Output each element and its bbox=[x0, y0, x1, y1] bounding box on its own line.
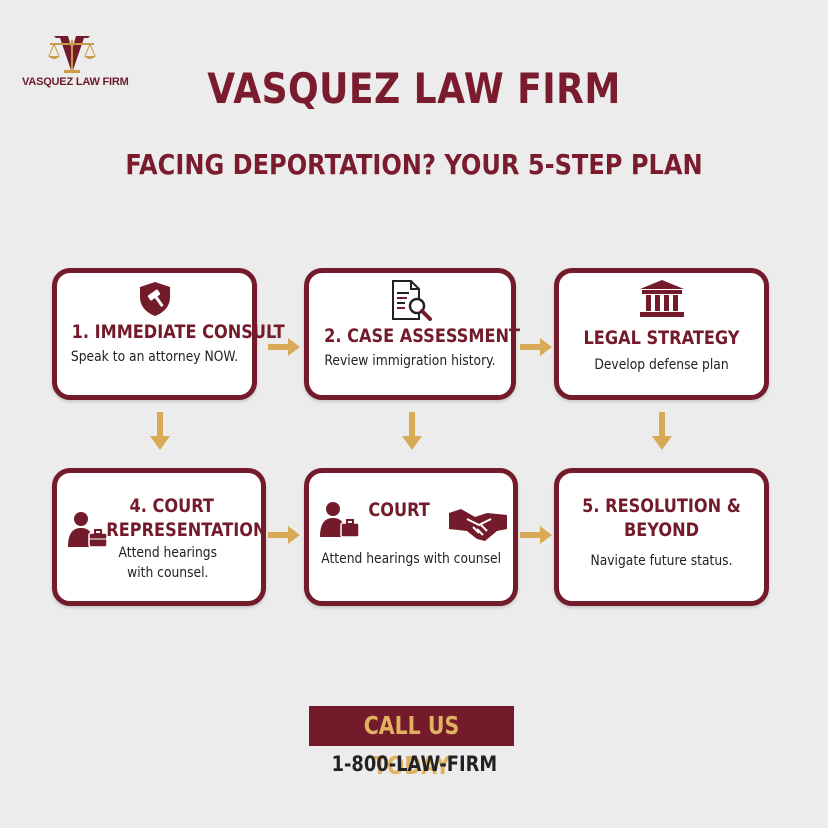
step-card-2: 2. CASE ASSESSMENT Review immigration hi… bbox=[304, 268, 521, 400]
step-6-heading-line-2: BEYOND bbox=[623, 519, 700, 541]
firm-logo: VASQUEZ LAW FIRM bbox=[22, 32, 129, 88]
step-1-heading: 1. IMMEDIATE CONSULT bbox=[71, 321, 285, 343]
step-card-1: 1. IMMEDIATE CONSULT Speak to an attorne… bbox=[52, 268, 285, 400]
step-4-description-line-2: with counsel. bbox=[127, 565, 209, 581]
step-3-heading: LEGAL STRATEGY bbox=[583, 327, 740, 349]
shield-gavel-icon bbox=[139, 282, 170, 316]
step-3-description: Develop defense plan bbox=[594, 357, 729, 373]
scales-monogram-icon bbox=[48, 36, 96, 73]
page-title: VASQUEZ LAW FIRM bbox=[207, 64, 621, 113]
phone-number[interactable]: 1-800-LAW-FIRM bbox=[0, 752, 828, 776]
arrow-right-icon bbox=[268, 526, 300, 544]
arrow-right-icon bbox=[268, 338, 300, 356]
step-card-4: 4. COURT REPRESENTATION Attend hearings … bbox=[52, 468, 267, 606]
page-subtitle: FACING DEPORTATION? YOUR 5-STEP PLAN bbox=[125, 148, 703, 181]
step-card-5: COURT Attend hearings with counsel bbox=[304, 468, 518, 606]
cta-label: CALL US TODAY bbox=[363, 711, 460, 780]
step-6-heading-line-1: 5. RESOLUTION & bbox=[582, 495, 741, 517]
arrow-down-icon bbox=[150, 412, 170, 450]
step-5-heading: COURT bbox=[368, 499, 430, 521]
step-2-description: Review immigration history. bbox=[324, 353, 496, 369]
courthouse-icon bbox=[639, 280, 684, 317]
step-2-heading: 2. CASE ASSESSMENT bbox=[324, 325, 521, 347]
step-4-heading-line-1: 4. COURT bbox=[129, 495, 214, 517]
step-4-description-line-1: Attend hearings bbox=[118, 545, 218, 561]
step-card-6: 5. RESOLUTION & BEYOND Navigate future s… bbox=[554, 468, 769, 606]
logo-text: VASQUEZ LAW FIRM bbox=[22, 76, 129, 88]
step-4-heading-line-2: REPRESENTATION bbox=[106, 519, 267, 541]
call-us-today-button[interactable]: CALL US TODAY bbox=[309, 706, 514, 780]
phone-number-text: 1-800-LAW-FIRM bbox=[331, 752, 497, 776]
handshake-icon bbox=[449, 509, 507, 541]
lawyer-briefcase-icon bbox=[320, 502, 360, 538]
step-card-3: LEGAL STRATEGY Develop defense plan bbox=[554, 268, 769, 400]
lawyer-briefcase-icon bbox=[68, 512, 108, 548]
arrow-down-icon bbox=[652, 412, 672, 450]
document-magnifier-icon bbox=[392, 280, 432, 321]
arrow-right-icon bbox=[520, 338, 552, 356]
arrow-right-icon bbox=[520, 526, 552, 544]
step-1-description: Speak to an attorney NOW. bbox=[70, 349, 239, 365]
step-5-description: Attend hearings with counsel bbox=[321, 551, 502, 567]
step-6-description: Navigate future status. bbox=[590, 553, 733, 569]
arrow-down-icon bbox=[402, 412, 422, 450]
